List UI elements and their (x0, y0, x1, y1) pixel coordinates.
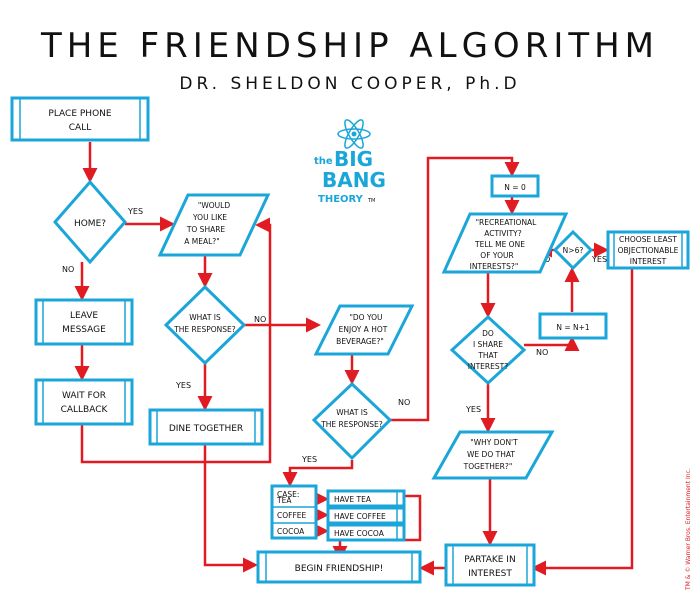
edge-share-no (524, 336, 580, 351)
svg-text:HOME?: HOME? (74, 219, 106, 229)
page-title: THE FRIENDSHIP ALGORITHM (40, 26, 660, 66)
svg-text:INTEREST: INTEREST (630, 257, 667, 266)
svg-text:INTEREST: INTEREST (468, 569, 512, 579)
svg-text:INTEREST?: INTEREST? (468, 362, 508, 371)
svg-text:"WOULD: "WOULD (198, 201, 230, 210)
svg-text:BEGIN FRIENDSHIP!: BEGIN FRIENDSHIP! (295, 564, 384, 574)
svg-text:TOGETHER?": TOGETHER?" (463, 462, 513, 471)
svg-text:TM: TM (367, 198, 375, 204)
svg-text:MESSAGE: MESSAGE (62, 325, 106, 335)
svg-text:I SHARE: I SHARE (473, 340, 503, 349)
node-wait-callback: WAIT FOR CALLBACK (34, 378, 134, 426)
svg-text:TEA: TEA (276, 496, 292, 505)
node-have-tea: HAVE TEA (326, 489, 406, 508)
node-have-coffee: HAVE COFFEE (326, 506, 406, 525)
edge-response2-yes (282, 460, 354, 487)
svg-text:BEVERAGE?": BEVERAGE?" (336, 337, 384, 346)
svg-text:DO: DO (482, 329, 494, 338)
label-no: NO (62, 265, 74, 274)
svg-text:"RECREATIONAL: "RECREATIONAL (476, 218, 538, 227)
edge-dine-begin (203, 445, 258, 573)
svg-text:HAVE COFFEE: HAVE COFFEE (334, 512, 386, 521)
svg-text:ENJOY A HOT: ENJOY A HOT (339, 325, 388, 334)
author-subtitle: DR. SHELDON COOPER, Ph.D (179, 74, 521, 94)
node-dine-together: DINE TOGETHER (148, 408, 264, 446)
node-share-interest: DO I SHARE THAT INTEREST? (449, 314, 527, 386)
svg-text:N = 0: N = 0 (504, 183, 526, 192)
svg-text:OF YOUR: OF YOUR (480, 251, 513, 260)
edge-wait-back-to-meal (80, 217, 272, 464)
label-yes: YES (301, 455, 317, 464)
svg-text:COCOA: COCOA (277, 527, 305, 536)
node-partake: PARTAKE IN INTEREST (444, 543, 536, 587)
big-bang-theory-logo: the BIG BANG THEORY TM (314, 119, 386, 205)
svg-text:YOU LIKE: YOU LIKE (192, 213, 227, 222)
node-least-objectionable: CHOOSE LEAST OBJECTIONABLE INTEREST (606, 230, 690, 270)
connector-lines (74, 142, 634, 576)
svg-text:BANG: BANG (322, 168, 386, 192)
copyright-notice: TM & © Warner Bros. Entertainment Inc. (685, 468, 692, 591)
label-no: NO (536, 348, 548, 357)
node-n-zero: N = 0 (490, 174, 540, 198)
svg-text:BIG: BIG (334, 147, 373, 171)
svg-text:COFFEE: COFFEE (277, 511, 307, 520)
svg-text:PLACE PHONE: PLACE PHONE (48, 109, 111, 119)
node-have-cocoa: HAVE COCOA (326, 523, 406, 542)
label-no: NO (254, 315, 266, 324)
svg-text:WHAT IS: WHAT IS (189, 313, 221, 322)
svg-text:THEORY: THEORY (318, 194, 364, 205)
svg-text:A MEAL?": A MEAL?" (184, 237, 219, 246)
svg-text:HAVE TEA: HAVE TEA (334, 495, 372, 504)
svg-text:THAT: THAT (477, 351, 498, 360)
label-yes: YES (591, 255, 607, 264)
node-n-gt-6-decision: N>6? (552, 229, 594, 271)
svg-text:INTERESTS?": INTERESTS?" (470, 262, 519, 271)
svg-text:HAVE COCOA: HAVE COCOA (334, 529, 385, 538)
node-case: CASE: TEA COFFEE COCOA (270, 484, 318, 540)
node-response-1: WHAT IS THE RESPONSE? (163, 284, 247, 366)
atom-icon (337, 119, 371, 149)
node-leave-message: LEAVE MESSAGE (34, 298, 134, 346)
svg-text:"DO YOU: "DO YOU (349, 313, 382, 322)
svg-text:TO SHARE: TO SHARE (186, 225, 226, 234)
label-no: NO (398, 398, 410, 407)
svg-text:CASE:: CASE: (277, 490, 299, 499)
svg-text:N = N+1: N = N+1 (556, 323, 590, 332)
label-yes: YES (465, 405, 481, 414)
label-yes: YES (127, 207, 143, 216)
svg-text:OBJECTIONABLE: OBJECTIONABLE (618, 246, 679, 255)
edge-response2-no (388, 156, 520, 422)
node-home-decision: HOME? (53, 179, 127, 265)
svg-text:"WHY DON'T: "WHY DON'T (470, 438, 518, 447)
svg-text:ACTIVITY?: ACTIVITY? (484, 229, 522, 238)
edge-have-begin (332, 494, 422, 561)
node-hot-beverage: "DO YOU ENJOY A HOT BEVERAGE?" (313, 304, 415, 356)
svg-text:PARTAKE IN: PARTAKE IN (464, 555, 515, 565)
label-yes: YES (175, 381, 191, 390)
node-why-dont-we: "WHY DON'T WE DO THAT TOGETHER?" (431, 430, 555, 480)
svg-text:CALL: CALL (69, 123, 91, 133)
svg-text:the: the (314, 156, 333, 167)
svg-text:THE RESPONSE?: THE RESPONSE? (320, 420, 383, 429)
node-place-call: PLACE PHONE CALL (10, 96, 150, 142)
svg-text:N>6?: N>6? (563, 246, 584, 255)
svg-text:CALLBACK: CALLBACK (61, 405, 109, 415)
svg-text:CHOOSE LEAST: CHOOSE LEAST (619, 235, 677, 244)
svg-text:WE DO THAT: WE DO THAT (467, 450, 515, 459)
svg-text:WHAT IS: WHAT IS (336, 408, 368, 417)
node-begin-friendship: BEGIN FRIENDSHIP! (256, 550, 422, 584)
edge-interest-partake (531, 268, 634, 576)
svg-text:DINE TOGETHER: DINE TOGETHER (169, 424, 243, 434)
svg-text:THE RESPONSE?: THE RESPONSE? (173, 325, 236, 334)
svg-text:WAIT FOR: WAIT FOR (62, 391, 106, 401)
node-response-2: WHAT IS THE RESPONSE? (311, 381, 393, 461)
svg-text:LEAVE: LEAVE (70, 311, 98, 321)
node-recreational: "RECREATIONAL ACTIVITY? TELL ME ONE OF Y… (441, 212, 569, 274)
svg-text:TELL ME ONE: TELL ME ONE (474, 240, 525, 249)
node-n-plus-one: N = N+1 (538, 312, 608, 340)
node-share-meal: "WOULD YOU LIKE TO SHARE A MEAL?" (157, 193, 271, 257)
